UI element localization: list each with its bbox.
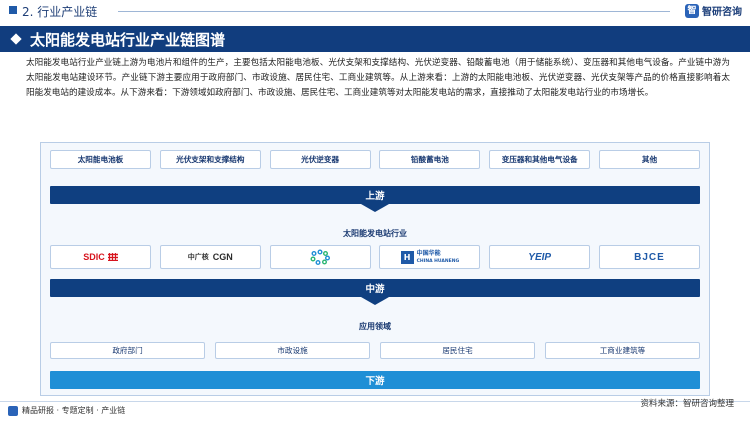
divider-line bbox=[118, 11, 670, 12]
upstream-item: 铅酸蓄电池 bbox=[379, 150, 481, 169]
brand-logo-icon: 智 bbox=[685, 3, 699, 18]
sdic-dots-icon bbox=[107, 253, 118, 261]
huaneng-cn-text: 中国华能 bbox=[416, 249, 441, 257]
midstream-logo-row: SDIC 中广核 CGN H 中国华能 CHINA HUANENG bbox=[50, 245, 700, 269]
company-logo-ring bbox=[269, 245, 371, 269]
page-title: 太阳能发电站行业产业链图谱 bbox=[30, 31, 226, 49]
footer-left: 精品研报 · 专题定制 · 产业链 bbox=[8, 405, 125, 416]
intro-paragraph: 太阳能发电站行业产业链上游为电池片和组件的生产，主要包括太阳能电池板、光伏支架和… bbox=[26, 58, 730, 98]
upstream-item: 变压器和其他电气设备 bbox=[489, 150, 591, 169]
footer-logo-icon bbox=[8, 405, 18, 416]
company-logo-bjce: BJCE bbox=[598, 245, 700, 269]
upstream-item: 太阳能电池板 bbox=[50, 150, 151, 169]
upstream-row: 太阳能电池板 光伏支架和支撑结构 光伏逆变器 铅酸蓄电池 变压器和其他电气设备 … bbox=[50, 150, 700, 169]
downstream-item: 政府部门 bbox=[50, 342, 205, 359]
midstream-band: 中游 bbox=[50, 279, 700, 305]
section-label: 2. 行业产业链 bbox=[22, 5, 98, 19]
upstream-item: 其他 bbox=[598, 150, 700, 169]
sdic-text: SDIC bbox=[83, 252, 105, 262]
midstream-label: 太阳能发电站行业 bbox=[343, 229, 407, 238]
brand-name: 智研咨询 bbox=[702, 7, 742, 18]
title-bar: 太阳能发电站行业产业链图谱 bbox=[0, 26, 750, 52]
company-logo-yeip: YEIP bbox=[489, 245, 591, 269]
source-note: 资料来源：智研咨询整理 bbox=[640, 399, 734, 409]
yeip-text: YEIP bbox=[528, 251, 552, 263]
diamond-icon bbox=[10, 33, 22, 45]
footer-divider bbox=[0, 401, 750, 402]
bjce-text: BJCE bbox=[634, 251, 665, 263]
downstream-item: 居民住宅 bbox=[380, 342, 535, 359]
cgn-cn-text: 中广核 bbox=[187, 253, 209, 261]
footer-tagline: 精品研报 · 专题定制 · 产业链 bbox=[22, 406, 126, 415]
section-square-icon bbox=[9, 6, 17, 14]
upstream-item: 光伏逆变器 bbox=[269, 150, 371, 169]
downstream-item: 工商业建筑等 bbox=[545, 342, 700, 359]
company-logo-cgn: 中广核 CGN bbox=[159, 245, 261, 269]
company-logo-sdic: SDIC bbox=[50, 245, 151, 269]
company-logo-huaneng: H 中国华能 CHINA HUANENG bbox=[379, 245, 481, 269]
cgn-en-text: CGN bbox=[212, 252, 233, 262]
huaneng-mark-icon: H bbox=[400, 250, 414, 264]
huaneng-en-text: CHINA HUANENG bbox=[416, 258, 460, 264]
upstream-item: 光伏支架和支撑结构 bbox=[159, 150, 261, 169]
ring-logo-icon bbox=[310, 249, 331, 265]
downstream-row: 政府部门 市政设施 居民住宅 工商业建筑等 bbox=[50, 342, 700, 359]
downstream-item: 市政设施 bbox=[215, 342, 370, 359]
brand: 智 智研咨询 bbox=[685, 3, 742, 18]
downstream-label: 应用领域 bbox=[359, 322, 391, 331]
downstream-band: 下游 bbox=[50, 371, 700, 389]
top-bar: 2. 行业产业链 智 智研咨询 bbox=[0, 0, 750, 22]
upstream-band: 上游 bbox=[50, 186, 700, 212]
